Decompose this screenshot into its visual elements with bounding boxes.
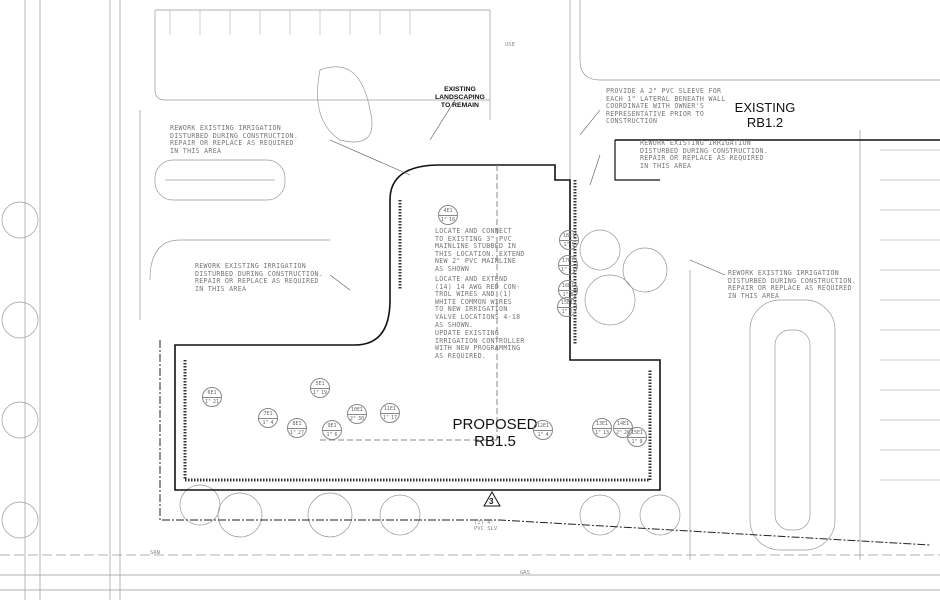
sleeve-label: (2) 4" PVC SLV (474, 520, 498, 532)
valve-id: 14E1 (614, 420, 632, 429)
valve-id: 9E1 (323, 422, 341, 431)
valve-id: 16E1 (559, 282, 577, 291)
valve-id: 8E1 (288, 420, 306, 429)
valve-gpm: 5 (571, 242, 575, 248)
existing-label-line1: EXISTING (734, 100, 796, 115)
existing-landscaping-label: EXISTING LANDSCAPING TO REMAIN (435, 86, 485, 109)
valve-gpm: 21 (213, 399, 220, 405)
existing-label-line2: RB1.2 (746, 115, 784, 130)
valve-size: 1" (631, 439, 638, 445)
valve-gpm: 9 (639, 439, 643, 445)
valve-gpm: 8 (569, 309, 573, 315)
update-controller-note: UPDATE EXISTING IRRIGATION CONTROLLER WI… (435, 329, 525, 360)
valve-size: 1" (561, 309, 568, 315)
valve-size-gpm: 1"8 (558, 308, 576, 316)
valve-size: 1" (262, 420, 269, 426)
valve-size-gpm: 1"11 (559, 266, 577, 274)
valve-size: 1" (204, 399, 211, 405)
valve-size: 1" (289, 430, 296, 436)
valve-id: 18E1 (560, 232, 578, 241)
valve-size: 1" (594, 430, 601, 436)
rework-note-top-right: REWORK EXISTING IRRIGATION DISTURBED DUR… (640, 139, 769, 170)
proposed-building-outline (174, 164, 661, 491)
valve-size: 2" (349, 416, 356, 422)
valve-id: 11E1 (381, 405, 399, 414)
valve-gpm: 4 (545, 432, 549, 438)
valve-size-gpm: 2"30 (348, 415, 366, 423)
utility-label-gas: GAS (520, 570, 530, 576)
locate-connect-note: LOCATE AND CONNECT TO EXISTING 3" PVC MA… (435, 227, 525, 273)
valve-gpm: 8 (570, 292, 574, 298)
valve-id: 7E1 (259, 410, 277, 419)
valve-size: 1" (326, 432, 333, 438)
valve-size-gpm: 1"9 (628, 438, 646, 446)
valve-size: 1" (562, 292, 569, 298)
valve-size-gpm: 1"5 (560, 241, 578, 249)
valve-size-gpm: 1"4 (534, 431, 552, 439)
proposed-label-line1: PROPOSED (452, 416, 538, 433)
valve-gpm: 13 (603, 430, 610, 436)
valve-size-gpm: 1"4 (259, 419, 277, 427)
valve-size: 1" (537, 432, 544, 438)
detail-marker-number: 3 (489, 497, 494, 506)
valve-id: 17E1 (559, 257, 577, 266)
valve-size-gpm: 1"27 (288, 429, 306, 437)
valve-size: 2" (615, 430, 622, 436)
valve-id: 15E1 (558, 299, 576, 308)
valve-size-gpm: 1"16 (439, 216, 457, 224)
rework-note-left: REWORK EXISTING IRRIGATION DISTURBED DUR… (195, 262, 324, 293)
valve-id: 15E1 (628, 429, 646, 438)
provide-sleeve-note: PROVIDE A 2" PVC SLEEVE FOR EACH 1" LATE… (606, 87, 726, 126)
valve-size: 1" (312, 390, 319, 396)
utility-label-use: USE (505, 42, 515, 48)
locate-extend-note: LOCATE AND EXTEND (14) 14 AWG RED CON- T… (435, 275, 521, 329)
valve-gpm: 16 (449, 217, 456, 223)
valve-size: 1" (382, 415, 389, 421)
valve-size-gpm: 1"8 (559, 291, 577, 299)
valve-size-gpm: 1"17 (381, 414, 399, 422)
valve-id: 12E1 (534, 422, 552, 431)
valve-size-gpm: 1"6 (323, 431, 341, 439)
valve-size-gpm: 1"21 (203, 398, 221, 406)
valve-gpm: 19 (321, 390, 328, 396)
existing-building-label: EXISTING RB1.2 (725, 100, 805, 130)
valve-id: 6E1 (203, 389, 221, 398)
valve-gpm: 30 (358, 416, 365, 422)
valve-gpm: 17 (391, 415, 398, 421)
proposed-building-label: PROPOSED RB1.5 (445, 416, 545, 450)
rework-note-right: REWORK EXISTING IRRIGATION DISTURBED DUR… (728, 269, 857, 300)
valve-size: 1" (560, 267, 567, 273)
detail-marker-triangle (483, 490, 501, 507)
valve-size-gpm: 1"13 (593, 429, 611, 437)
valve-gpm: 6 (334, 432, 338, 438)
valve-gpm: 11 (569, 267, 576, 273)
valve-id: 4E1 (439, 207, 457, 216)
valve-gpm: 4 (270, 420, 274, 426)
valve-size: 1" (563, 242, 570, 248)
rework-note-top-left: REWORK EXISTING IRRIGATION DISTURBED DUR… (170, 124, 299, 155)
proposed-label-line2: RB1.5 (474, 433, 516, 450)
utility-label-san: SAN (150, 550, 160, 556)
valve-size: 1" (440, 217, 447, 223)
valve-id: 5E1 (311, 380, 329, 389)
valve-id: 13E1 (593, 420, 611, 429)
valve-gpm: 27 (298, 430, 305, 436)
valve-id: 10E1 (348, 406, 366, 415)
valve-size-gpm: 1"19 (311, 389, 329, 397)
